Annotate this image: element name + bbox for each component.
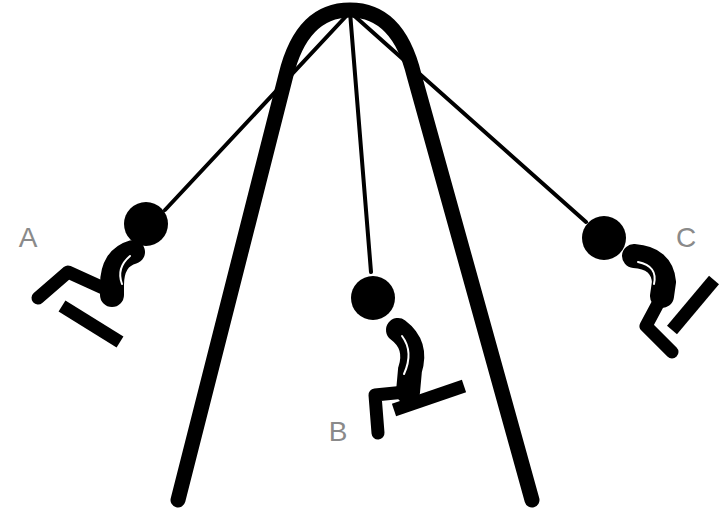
position-letter: B [329,418,348,446]
swinger-b [351,276,464,433]
swinger-c [582,216,714,352]
position-letter: A [19,224,38,252]
position-letter: C [676,224,696,252]
swing-ropes [165,12,586,272]
swinger-a [38,202,168,342]
swing-frame [178,10,532,500]
